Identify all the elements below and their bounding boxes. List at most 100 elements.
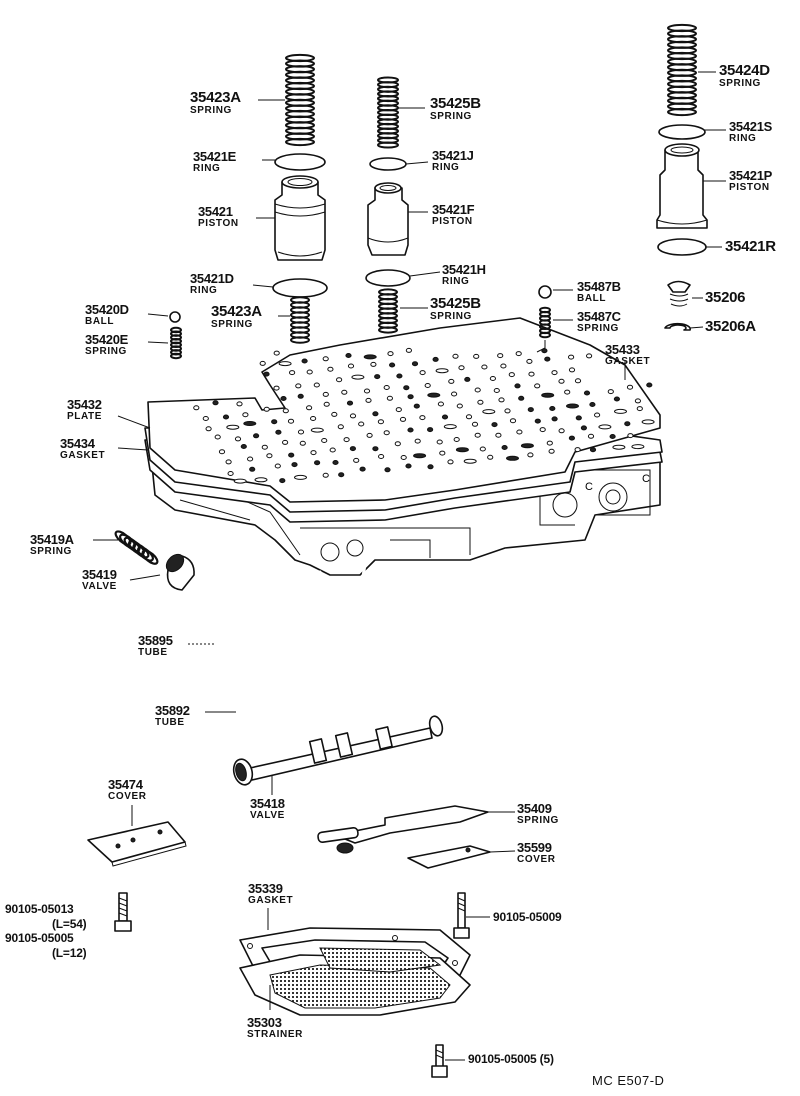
spring-35487C [539,306,551,339]
part-name: RING [190,285,218,296]
part-name: RING [193,163,221,174]
part-name: BALL [85,316,115,327]
bolt-spec-left-2: (L=12) [52,946,87,960]
tube-35895 [208,570,322,702]
part-number: 35303 [247,1015,282,1030]
part-name: SPRING [211,319,253,330]
spring-plate-35409 [317,805,489,854]
part-name: SPRING [430,111,472,122]
part-number: 35420E [85,332,129,347]
valve-35419 [165,553,195,591]
part-name: STRAINER [247,1029,303,1040]
bolt-label-bottom: 90105-05005 (5) [468,1052,554,1066]
part-number: 35425B [430,95,481,112]
part-name: PISTON [198,218,239,229]
part-name: PISTON [432,216,473,227]
part-number: 35892 [155,703,190,718]
part-number: 35419 [82,567,117,582]
bolt-90105-05009 [453,892,470,939]
part-label-35206: 35206 [705,289,746,306]
part-name: COVER [517,854,556,865]
cover-35599 [407,845,491,869]
part-name: SPRING [719,78,761,89]
part-name: TUBE [155,717,185,728]
spring-35425B-upper [377,76,399,149]
casting-marks: CC [585,473,650,493]
part-name: GASKET [60,450,106,461]
part-number: 35599 [517,840,552,855]
part-number: 35206 [705,289,746,306]
spring-35423A-lower [290,296,310,344]
clip-35206A [664,322,692,331]
casting-mark: C [585,481,593,493]
tube-35892 [236,563,367,722]
bolt-label-left-2: 90105-05005 [5,931,74,945]
spring-35424D [667,23,697,117]
ring-35421R [657,238,707,256]
part-number: 35895 [138,633,173,648]
spring-35423A-upper [285,53,315,147]
bolt-90105-05005 [431,1044,448,1078]
part-name: SPRING [85,346,127,357]
part-number: 35421P [729,168,773,183]
part-number: 35421R [725,238,776,255]
ring-35421H [365,269,411,287]
spring-35419A [114,530,159,565]
bolt-90105-05013 [114,892,132,932]
part-number: 35487C [577,309,621,324]
bolt-label-right: 90105-05009 [493,910,562,924]
part-number: 35421F [432,202,475,217]
part-number: 35433 [605,342,640,357]
ring-35421S [658,124,706,140]
ball-35487B [538,285,552,299]
part-number: 35423A [190,89,241,106]
bolt-label-left-1: 90105-05013 [5,902,74,916]
ring-35421E [274,153,326,171]
part-name: RING [432,162,460,173]
part-name: BALL [577,293,607,304]
plug-35206 [667,280,691,307]
part-name: PISTON [729,182,770,193]
spring-35425B-lower [378,288,398,334]
ring-35421D [272,278,328,298]
part-name: SPRING [577,323,619,334]
part-number: 35419A [30,532,74,547]
piston-35421 [274,175,326,261]
piston-35421P [656,143,708,229]
part-name: SPRING [190,105,232,116]
part-number: 35424D [719,62,770,79]
part-number: 35421E [193,149,237,164]
part-label-35421r: 35421R [725,239,776,254]
part-number: 35421S [729,119,773,134]
part-name: SPRING [430,311,472,322]
leader-lines [93,71,726,1061]
ball-35420D [169,311,181,323]
part-number: 35206A [705,318,756,335]
bolt-spec-left-1: (L=54) [52,917,87,931]
part-name: RING [729,133,757,144]
valve-35418 [232,715,444,786]
